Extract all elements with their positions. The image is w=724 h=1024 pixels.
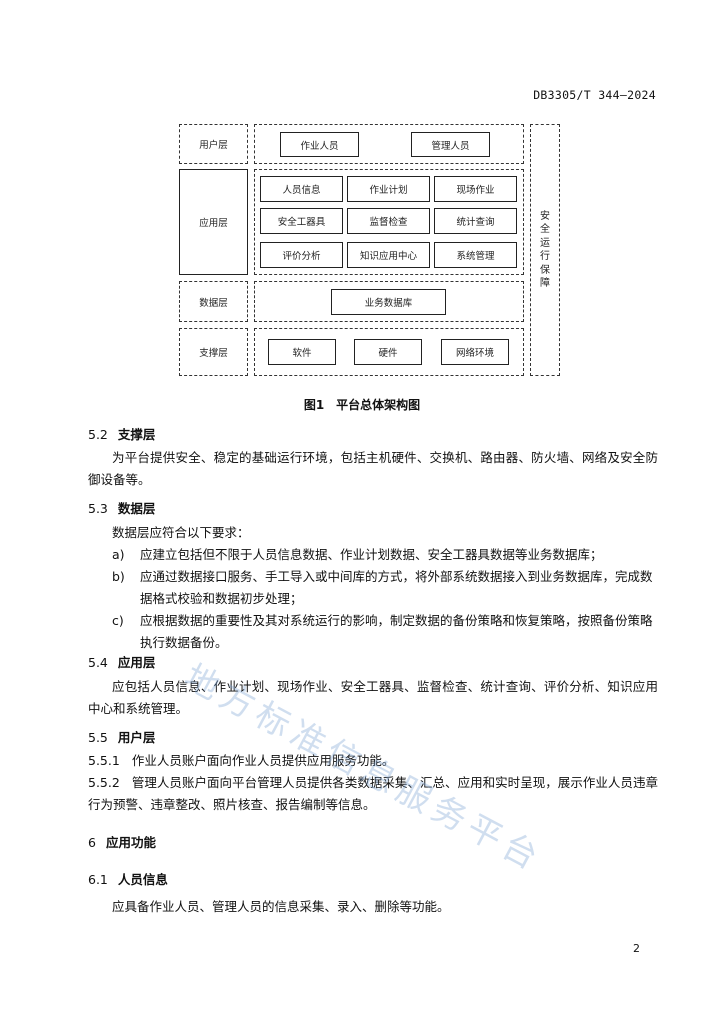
- layer-label-user: 用户层: [179, 124, 248, 164]
- page-number: 2: [633, 942, 640, 955]
- section-text-5-2: 为平台提供安全、稳定的基础运行环境，包括主机硬件、交换机、路由器、防火墙、网络及…: [88, 450, 658, 487]
- app-item: 安全工器具: [260, 208, 343, 234]
- app-item: 作业计划: [347, 176, 430, 202]
- app-item: 现场作业: [434, 176, 517, 202]
- app-item: 统计查询: [434, 208, 517, 234]
- list-item: c)应根据数据的重要性及其对系统运行的影响，制定数据的备份策略和恢复策略，按照备…: [112, 613, 653, 650]
- section-text-5-4: 应包括人员信息、作业计划、现场作业、安全工器具、监督检查、统计查询、评价分析、知…: [88, 679, 658, 716]
- user-item: 管理人员: [411, 132, 490, 157]
- layer-label-data: 数据层: [179, 281, 248, 322]
- security-column: 安全运行保障: [530, 124, 560, 376]
- document-code: DB3305/T 344—2024: [533, 88, 656, 102]
- security-label: 安全运行保障: [540, 210, 550, 290]
- app-item: 人员信息: [260, 176, 343, 202]
- section-intro-5-3: 数据层应符合以下要求：: [112, 525, 250, 540]
- list-item: b)应通过数据接口服务、手工导入或中间库的方式，将外部系统数据接入到业务数据库，…: [112, 569, 653, 606]
- support-layer: [254, 328, 524, 376]
- section-text-6-1: 应具备作业人员、管理人员的信息采集、录入、删除等功能。: [112, 899, 450, 914]
- support-item: 网络环境: [441, 339, 509, 365]
- user-layer: [254, 124, 524, 164]
- app-layer: [254, 169, 524, 275]
- layer-label-app: 应用层: [179, 169, 248, 275]
- support-item: 软件: [268, 339, 336, 365]
- app-item: 监督检查: [347, 208, 430, 234]
- data-item: 业务数据库: [331, 289, 446, 315]
- support-item: 硬件: [354, 339, 422, 365]
- data-layer: [254, 281, 524, 322]
- layer-label-support: 支撑层: [179, 328, 248, 376]
- app-item: 评价分析: [260, 242, 343, 268]
- figure-caption: 图1 平台总体架构图: [303, 398, 421, 412]
- user-item: 作业人员: [280, 132, 359, 157]
- list-item: a)应建立包括但不限于人员信息数据、作业计划数据、安全工器具数据等业务数据库；: [112, 547, 603, 562]
- app-item: 知识应用中心: [347, 242, 430, 268]
- app-item: 系统管理: [434, 242, 517, 268]
